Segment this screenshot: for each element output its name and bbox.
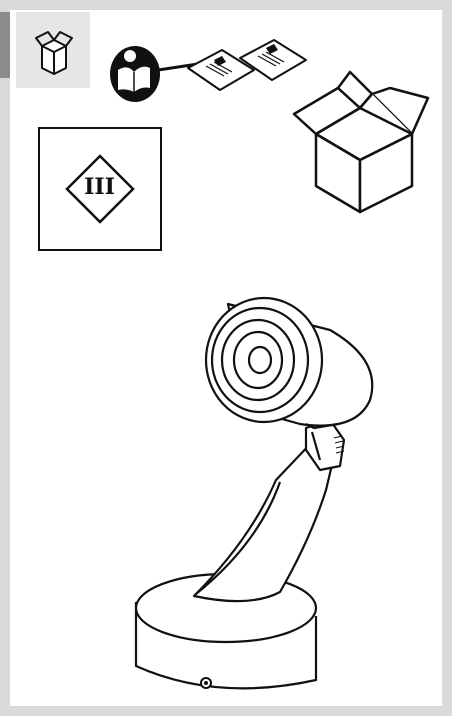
instruction-sheets-icon xyxy=(187,39,307,91)
protection-class-iii-icon xyxy=(65,154,135,224)
manual-connector-line xyxy=(158,62,198,72)
package-tab xyxy=(16,12,90,88)
page-edge-marker xyxy=(0,12,10,78)
read-manual-icon xyxy=(110,46,160,102)
package-box-icon xyxy=(35,31,73,75)
open-carton-icon xyxy=(292,70,430,214)
protection-class-box: III xyxy=(38,127,162,251)
protection-class-label: III xyxy=(84,174,115,200)
page-edge-marker-right xyxy=(442,12,452,78)
spotlight-illustration xyxy=(134,296,374,690)
